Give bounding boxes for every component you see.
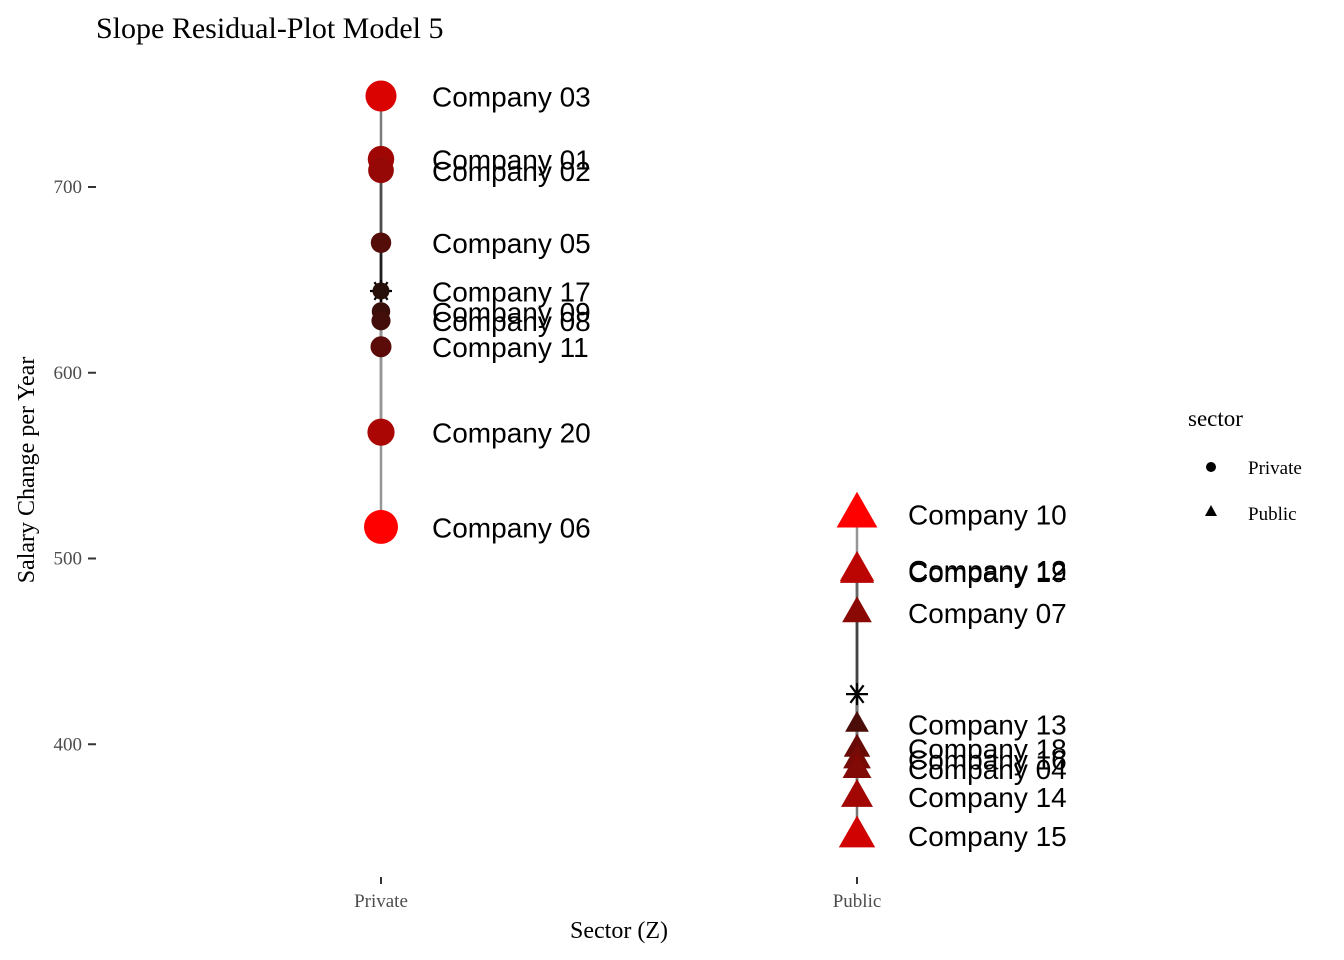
y-tick-label-2: 500 [54,549,83,570]
y-axis: 400 500 600 700 [54,177,96,755]
legend-public-marker [1205,505,1217,516]
legend-title: sector [1188,406,1243,431]
data-point-10 [364,509,398,544]
point-label-8: Company 11 [432,332,589,363]
data-point-9 [367,418,395,446]
y-tick-label-1: 400 [54,734,83,755]
point-label-18: Company 04 [908,754,1067,785]
point-label-11: Company 10 [908,499,1067,530]
chart-title: Slope Residual-Plot Model 5 [96,12,444,45]
data-point-19 [841,778,873,807]
point-label-5: Company 17 [432,277,591,308]
data-point-15 [845,710,869,732]
legend-private-label: Private [1248,458,1302,479]
point-label-19: Company 14 [908,782,1067,813]
y-tick-label-3: 600 [54,363,83,384]
legend: sector Private Public [1188,406,1302,525]
point-label-1: Company 03 [432,81,591,112]
point-label-9: Company 20 [432,418,591,449]
data-point-8 [370,336,392,358]
data-points [364,80,878,848]
x-tick-label-1: Private [354,891,408,912]
mean-marker-public [846,683,868,706]
point-label-15: Company 13 [908,709,1067,740]
point-label-16: Company 18 [908,733,1067,764]
point-label-10: Company 06 [432,512,591,543]
data-point-4 [370,232,392,253]
point-label-3: Company 02 [432,156,591,187]
data-point-14 [842,596,872,623]
point-label-4: Company 05 [432,228,591,259]
point-label-17: Company 16 [908,745,1067,776]
legend-private-marker [1206,462,1216,472]
point-label-14: Company 07 [908,598,1067,629]
data-point-18 [842,752,872,778]
legend-public-label: Public [1248,504,1297,525]
x-axis: Private Public [354,877,881,912]
data-point-20 [838,815,876,848]
data-point-11 [836,491,878,528]
point-label-7: Company 08 [432,306,591,337]
residual-lines [379,95,859,836]
data-point-13 [839,552,875,583]
data-point-7 [371,311,391,331]
data-point-5 [372,282,390,300]
data-point-3 [368,157,394,184]
data-point-1 [365,80,397,112]
point-label-2: Company 01 [432,145,591,176]
x-axis-label: Sector (Z) [570,918,668,944]
point-label-13: Company 19 [908,557,1067,588]
point-label-12: Company 12 [908,555,1067,586]
point-label-20: Company 15 [908,821,1067,852]
point-label-6: Company 09 [432,297,591,328]
x-tick-label-2: Public [833,891,882,912]
y-axis-label: Salary Change per Year [14,357,40,584]
y-tick-label-4: 700 [54,177,83,198]
